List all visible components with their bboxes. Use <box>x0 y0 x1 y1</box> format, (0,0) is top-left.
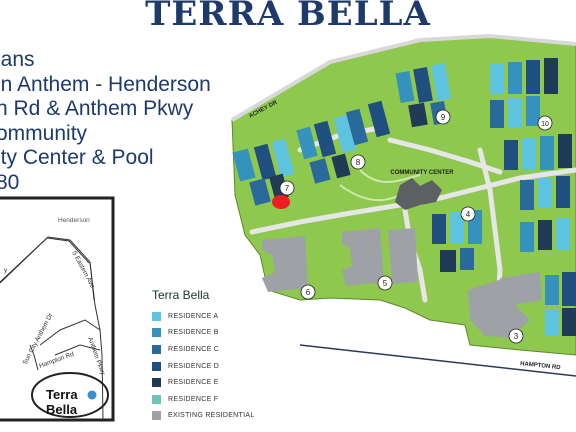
perimeter-road <box>230 33 576 122</box>
building-number-9: 9 <box>441 113 446 122</box>
legend-item-residence-f: RESIDENCE F <box>152 391 255 408</box>
inset-road-partial: y <box>4 267 8 274</box>
legend-swatch <box>152 411 161 421</box>
map-legend: Terra Bella RESIDENCE A RESIDENCE B RESI… <box>152 288 255 424</box>
legend-label: EXISTING RESIDENTIAL <box>168 412 255 420</box>
inset-site-dot <box>87 390 97 400</box>
legend-label: RESIDENCE F <box>168 395 219 403</box>
community-center-building <box>395 178 442 210</box>
inset-site-label-line1: Terra <box>46 387 78 402</box>
building-number-8: 8 <box>356 158 361 167</box>
property-info-lines: lans in Anthem - Henderson n Rd & Anthem… <box>0 48 211 195</box>
legend-swatch <box>152 361 161 371</box>
walking-trails <box>339 169 421 202</box>
legend-item-residence-b: RESIDENCE B <box>152 325 255 342</box>
legend-swatch <box>152 344 161 354</box>
info-line-4: ommunity <box>0 121 88 145</box>
inset-site-outline <box>31 372 109 418</box>
inset-map-frame <box>0 196 115 422</box>
inset-roads <box>0 236 104 421</box>
legend-label: RESIDENCE A <box>168 312 219 320</box>
info-line-6: 80 <box>0 170 20 194</box>
selected-location-marker <box>272 195 290 209</box>
info-line-2: in Anthem - Henderson <box>0 72 211 96</box>
legend-swatch <box>152 311 161 321</box>
inset-city-label: Henderson <box>58 217 90 224</box>
building-number-6: 6 <box>306 288 311 297</box>
info-line-5: ity Center & Pool <box>0 146 154 169</box>
legend-item-residence-e: RESIDENCE E <box>152 374 255 391</box>
building-number-3: 3 <box>514 332 519 341</box>
residence-buildings <box>232 58 576 336</box>
page-title: TERRA BELLA <box>145 0 431 34</box>
community-center-label: COMMUNITY CENTER <box>390 170 454 176</box>
info-line-3: n Rd & Anthem Pkwy <box>0 97 194 120</box>
building-number-markers: 3 4 5 6 7 8 9 10 <box>279 109 553 344</box>
building-number-4: 4 <box>466 210 471 219</box>
legend-label: RESIDENCE D <box>168 362 220 370</box>
legend-item-residence-a: RESIDENCE A <box>152 308 255 325</box>
building-number-10: 10 <box>541 121 549 128</box>
building-number-5: 5 <box>383 279 388 288</box>
inset-site-label-line2: Bella <box>46 402 78 417</box>
hampton-road-line <box>299 344 576 377</box>
legend-title: Terra Bella <box>152 288 210 302</box>
building-number-7: 7 <box>285 184 290 193</box>
info-line-1: lans <box>0 48 35 71</box>
hampton-road-label: HAMPTON RD <box>520 361 562 371</box>
legend-swatch <box>152 378 161 388</box>
legend-label: RESIDENCE E <box>168 379 219 387</box>
legend-item-residence-c: RESIDENCE C <box>152 341 255 358</box>
existing-residential <box>262 228 542 338</box>
legend-item-residence-d: RESIDENCE D <box>152 358 255 375</box>
legend-swatch <box>152 328 161 338</box>
legend-label: RESIDENCE C <box>168 345 220 353</box>
legend-item-existing-residential: EXISTING RESIDENTIAL <box>152 408 255 425</box>
legend-label: RESIDENCE B <box>168 329 219 337</box>
legend-swatch <box>152 394 161 404</box>
